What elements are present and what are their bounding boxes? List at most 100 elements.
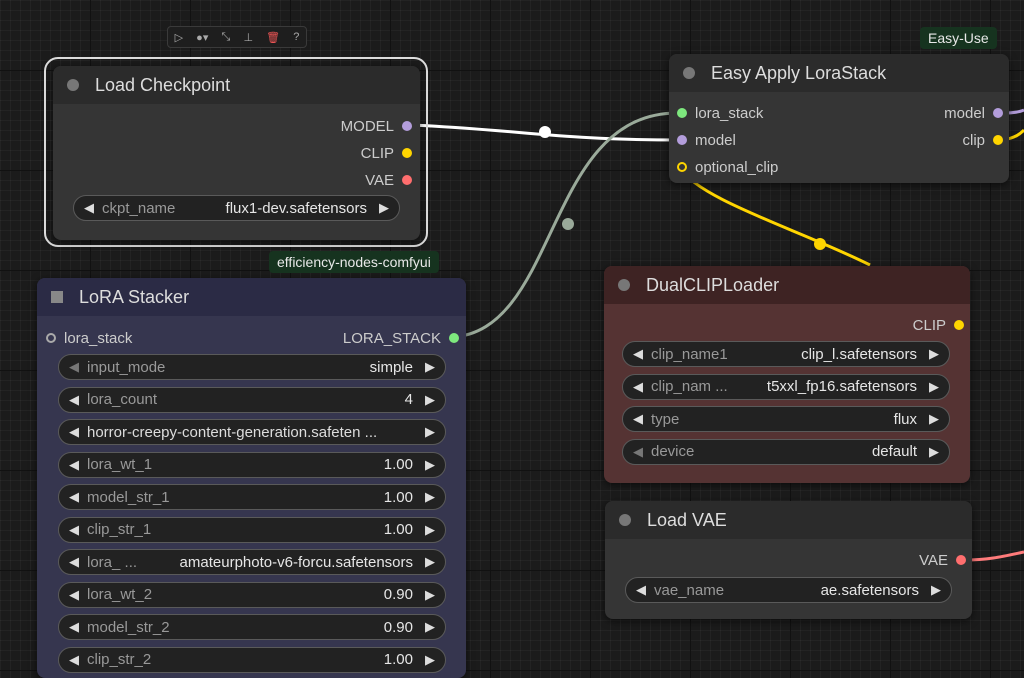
arrow-right-icon[interactable]: ▶ — [929, 346, 939, 361]
collapse-dot-icon[interactable] — [619, 514, 631, 526]
arrow-right-icon[interactable]: ▶ — [425, 554, 435, 569]
lora-stack-pin-icon[interactable] — [46, 333, 56, 343]
output-model[interactable]: model — [944, 103, 1003, 123]
bypass-icon[interactable]: ⤡ — [221, 30, 231, 43]
vae-name-combo[interactable]: ◀ vae_name ae.safetensors ▶ — [625, 577, 952, 603]
vae-pin-icon[interactable] — [402, 175, 412, 185]
help-icon[interactable]: ? — [293, 31, 300, 43]
node-title-bar[interactable]: Load VAE — [605, 501, 972, 539]
arrow-right-icon[interactable]: ▶ — [425, 586, 435, 602]
node-title-bar[interactable]: Easy Apply LoraStack — [669, 54, 1009, 92]
arrow-left-icon[interactable]: ◀ — [69, 359, 79, 374]
ckpt-name-combo[interactable]: ◀ ckpt_name flux1-dev.safetensors ▶ — [73, 195, 400, 221]
input-lora-stack[interactable]: lora_stack — [46, 328, 132, 348]
output-clip[interactable]: CLIP — [361, 143, 412, 163]
arrow-right-icon[interactable]: ▶ — [929, 443, 939, 459]
arrow-right-icon[interactable]: ▶ — [929, 378, 939, 394]
arrow-left-icon[interactable]: ◀ — [633, 411, 643, 426]
load-vae-node[interactable]: Load VAE VAE ◀ vae_name ae.safetensors ▶ — [605, 501, 972, 619]
input-model[interactable]: model — [677, 130, 736, 150]
arrow-left-icon[interactable]: ◀ — [633, 443, 643, 459]
collapse-square-icon[interactable] — [51, 291, 63, 303]
node-title: Load Checkpoint — [95, 74, 231, 95]
input-optional-clip[interactable]: optional_clip — [677, 157, 778, 177]
clip-pin-icon[interactable] — [954, 320, 964, 330]
arrow-left-icon[interactable]: ◀ — [69, 521, 79, 537]
output-vae[interactable]: VAE — [919, 550, 966, 570]
output-model[interactable]: MODEL — [341, 116, 412, 136]
clip-pin-icon[interactable] — [677, 162, 687, 172]
arrow-right-icon[interactable]: ▶ — [425, 489, 435, 504]
arrow-right-icon[interactable]: ▶ — [425, 359, 435, 374]
color-icon[interactable]: ●▾ — [196, 31, 209, 44]
output-lora-stack[interactable]: LORA_STACK — [343, 328, 459, 348]
arrow-right-icon[interactable]: ▶ — [929, 411, 939, 426]
model-pin-icon[interactable] — [677, 135, 687, 145]
clip-pin-icon[interactable] — [993, 135, 1003, 145]
input-lora-stack[interactable]: lora_stack — [677, 103, 763, 123]
node-title-bar[interactable]: LoRA Stacker — [37, 278, 466, 316]
easy-apply-lorastack-node[interactable]: Easy Apply LoraStack lora_stack model op… — [669, 54, 1009, 183]
model-pin-icon[interactable] — [402, 121, 412, 131]
node-title-bar[interactable]: DualCLIPLoader — [604, 266, 970, 304]
collapse-dot-icon[interactable] — [683, 67, 695, 79]
output-clip[interactable]: clip — [962, 130, 1003, 150]
arrow-right-icon[interactable]: ▶ — [379, 200, 389, 215]
play-icon[interactable]: ▷ — [174, 31, 184, 44]
lora-stack-pin-icon[interactable] — [449, 333, 459, 343]
arrow-left-icon[interactable]: ◀ — [84, 200, 94, 215]
arrow-right-icon[interactable]: ▶ — [425, 521, 435, 537]
arrow-right-icon[interactable]: ▶ — [425, 424, 435, 439]
clip-pin-icon[interactable] — [402, 148, 412, 158]
node-title: LoRA Stacker — [79, 286, 190, 307]
widget-clip-nam[interactable]: ◀clip_nam ...t5xxl_fp16.safetensors▶ — [622, 373, 950, 400]
wire-clip-midpoint — [814, 238, 826, 250]
arrow-right-icon[interactable]: ▶ — [931, 582, 941, 597]
arrow-left-icon[interactable]: ◀ — [69, 391, 79, 407]
widget-lora[interactable]: ◀lora_ ...amateurphoto-v6-forcu.safetens… — [58, 549, 446, 575]
widget-lora-name[interactable]: ◀horror-creepy-content-generation.safete… — [58, 419, 446, 445]
arrow-left-icon[interactable]: ◀ — [69, 619, 79, 634]
load-checkpoint-node[interactable]: Load Checkpoint MODEL CLIP VAE ◀ ckpt_na… — [53, 66, 420, 240]
lora-stack-pin-icon[interactable] — [677, 108, 687, 118]
wire-vae — [964, 550, 1024, 562]
model-pin-icon[interactable] — [993, 108, 1003, 118]
arrow-left-icon[interactable]: ◀ — [633, 378, 643, 394]
pin-icon[interactable]: ⊥ — [243, 31, 254, 44]
arrow-left-icon[interactable]: ◀ — [633, 346, 643, 361]
collapse-dot-icon[interactable] — [618, 279, 630, 291]
arrow-right-icon[interactable]: ▶ — [425, 456, 435, 472]
vae-pin-icon[interactable] — [956, 555, 966, 565]
collapse-dot-icon[interactable] — [67, 79, 79, 91]
output-clip[interactable]: CLIP — [913, 315, 964, 335]
arrow-left-icon[interactable]: ◀ — [69, 651, 79, 667]
arrow-left-icon[interactable]: ◀ — [69, 456, 79, 472]
arrow-left-icon[interactable]: ◀ — [69, 489, 79, 504]
arrow-right-icon[interactable]: ▶ — [425, 651, 435, 667]
output-vae[interactable]: VAE — [365, 170, 412, 190]
trash-icon[interactable]: 🗑 — [266, 31, 281, 44]
arrow-right-icon[interactable]: ▶ — [425, 391, 435, 407]
arrow-left-icon[interactable]: ◀ — [69, 554, 79, 569]
node-title: Load VAE — [647, 509, 727, 530]
arrow-left-icon[interactable]: ◀ — [636, 582, 646, 597]
lora-stacker-node[interactable]: LoRA Stacker lora_stack LORA_STACK ◀inpu… — [37, 278, 466, 678]
arrow-left-icon[interactable]: ◀ — [69, 424, 79, 439]
node-title-bar[interactable]: Load Checkpoint — [53, 66, 420, 104]
arrow-left-icon[interactable]: ◀ — [69, 586, 79, 602]
arrow-right-icon[interactable]: ▶ — [425, 619, 435, 634]
badge-efficiency: efficiency-nodes-comfyui — [269, 251, 439, 273]
selection-outline — [44, 57, 428, 247]
